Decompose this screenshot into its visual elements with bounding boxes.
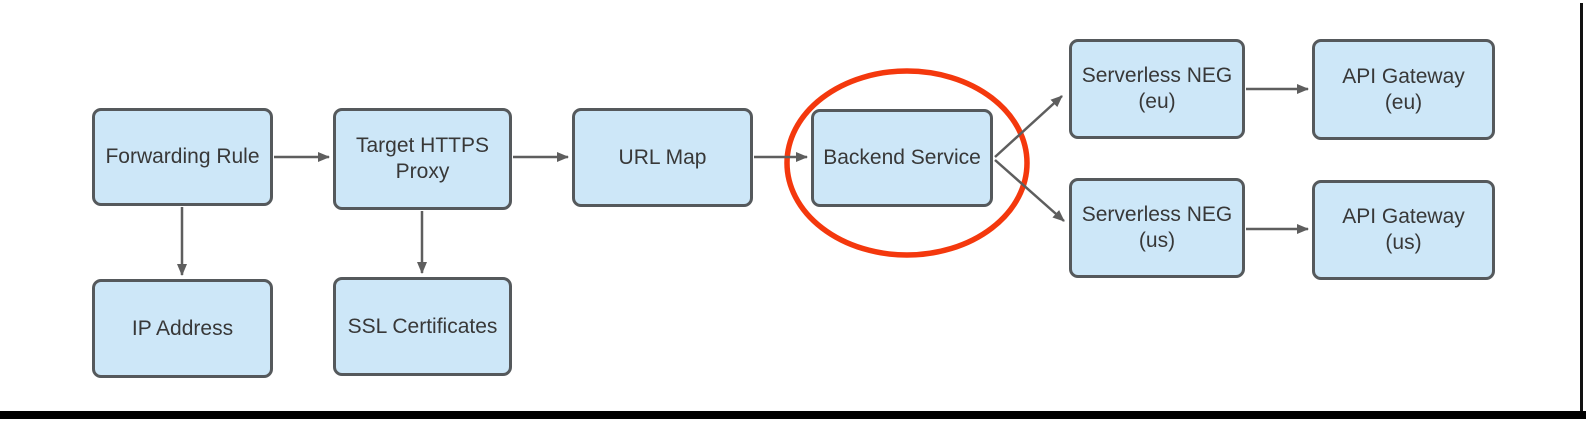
node-serverless-neg-us-label: Serverless NEG (us) bbox=[1081, 203, 1233, 252]
node-target-https-proxy-label: Target HTTPS Proxy bbox=[355, 134, 490, 183]
node-serverless-neg-us: Serverless NEG (us) bbox=[1069, 178, 1245, 278]
page-border-right bbox=[1580, 3, 1583, 411]
node-ssl-certificates: SSL Certificates bbox=[333, 277, 512, 376]
arrow-backend-service-to-serverless-neg-eu bbox=[994, 95, 1063, 158]
node-url-map: URL Map bbox=[572, 108, 753, 207]
page-border-bottom bbox=[0, 411, 1586, 419]
node-api-gateway-us: API Gateway (us) bbox=[1312, 180, 1495, 280]
node-backend-service: Backend Service bbox=[811, 109, 993, 207]
node-serverless-neg-eu-label: Serverless NEG (eu) bbox=[1081, 64, 1233, 113]
arrow-backend-service-to-serverless-neg-us bbox=[994, 159, 1065, 222]
node-api-gateway-eu: API Gateway (eu) bbox=[1312, 39, 1495, 140]
node-forwarding-rule: Forwarding Rule bbox=[92, 108, 273, 206]
node-ssl-certificates-label: SSL Certificates bbox=[347, 314, 498, 338]
node-api-gateway-us-label: API Gateway (us) bbox=[1342, 205, 1465, 254]
node-backend-service-label: Backend Service bbox=[823, 146, 981, 169]
node-serverless-neg-eu: Serverless NEG (eu) bbox=[1069, 39, 1245, 139]
node-forwarding-rule-label: Forwarding Rule bbox=[105, 145, 260, 168]
node-target-https-proxy: Target HTTPS Proxy bbox=[333, 108, 512, 210]
node-ip-address: IP Address bbox=[92, 279, 273, 378]
node-ip-address-label: IP Address bbox=[131, 316, 234, 340]
node-url-map-label: URL Map bbox=[618, 145, 707, 169]
node-api-gateway-eu-label: API Gateway (eu) bbox=[1342, 64, 1465, 114]
